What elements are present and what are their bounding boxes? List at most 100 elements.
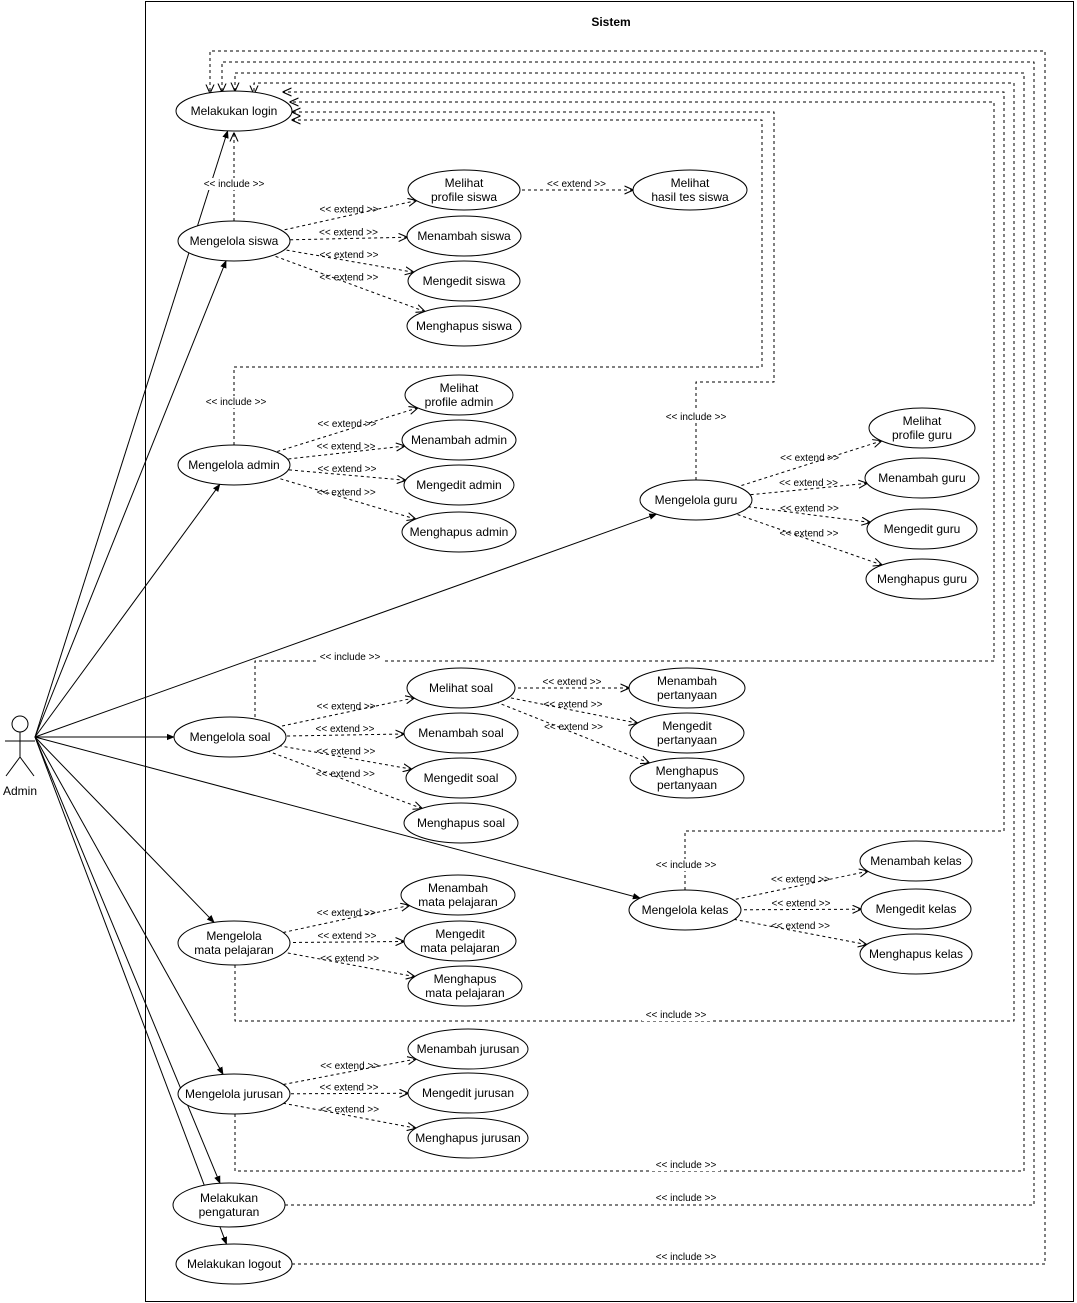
association-mapel: [34, 736, 215, 924]
association-kelas: [34, 736, 641, 900]
extend-label: << extend >>: [320, 1061, 379, 1072]
use-case-soal-lihat[interactable]: Melihat soal: [406, 667, 516, 709]
extend-mapel-hapus: [284, 951, 415, 976]
use-case-soal-tambah[interactable]: Menambah soal: [403, 712, 519, 754]
use-case-kelas[interactable]: Mengelola kelas: [628, 889, 742, 931]
include-label: << include >>: [656, 1160, 717, 1171]
use-case-label: hasil tes siswa: [651, 190, 729, 204]
use-case-jurusan-edit[interactable]: Mengedit jurusan: [407, 1072, 529, 1114]
use-case-admin-edit[interactable]: Mengedit admin: [403, 464, 515, 506]
association-jurusan: [34, 736, 224, 1076]
use-case-label: Mengedit guru: [884, 522, 961, 536]
use-case-ellipse: [407, 169, 521, 211]
extend-label: << extend >>: [771, 921, 830, 932]
use-case-ellipse: [177, 1073, 291, 1115]
use-case-kelas-edit[interactable]: Mengedit kelas: [860, 888, 972, 930]
actor-label: Admin: [3, 784, 37, 798]
include-guru: [292, 112, 775, 480]
use-case-admin-hapus[interactable]: Menghapus admin: [401, 511, 517, 553]
use-case-jurusan-tambah[interactable]: Menambah jurusan: [407, 1028, 529, 1070]
include-label: << include >>: [204, 179, 265, 190]
extend-label: << extend >>: [317, 701, 376, 712]
include-label-bg: [652, 1251, 720, 1263]
use-case-soal[interactable]: Mengelola soal: [173, 716, 287, 758]
relationships: << extend >> << extend >> << extend >> << e…: [34, 50, 1046, 1265]
use-case-ellipse: [175, 1243, 293, 1285]
include-jurusan: [235, 72, 1025, 1172]
use-case-login[interactable]: Melakukan login: [175, 90, 293, 132]
use-case-label: Menambah admin: [411, 433, 507, 447]
use-case-label: pertanyaan: [657, 778, 717, 792]
extend-guru-edit: [748, 506, 870, 523]
use-case-label: Mengelola guru: [655, 493, 738, 507]
use-case-siswa[interactable]: Mengelola siswa: [177, 220, 291, 262]
use-case-guru-edit[interactable]: Mengedit guru: [866, 508, 978, 550]
use-case-label: Mengedit: [435, 927, 485, 941]
use-case-label: Melakukan: [200, 1191, 258, 1205]
use-case-ellipse: [403, 802, 519, 844]
include-label: << include >>: [656, 1252, 717, 1263]
use-case-label: mata pelajaran: [425, 986, 504, 1000]
use-case-ellipse: [407, 1117, 529, 1159]
use-case-ellipse: [860, 888, 972, 930]
use-case-soal-hapus[interactable]: Menghapus soal: [403, 802, 519, 844]
actor-left-leg: [5, 756, 21, 777]
use-case-ellipse: [628, 889, 742, 931]
extend-kelas-hapus: [734, 918, 866, 944]
use-case-label: pertanyaan: [657, 733, 717, 747]
extend-label: << extend >>: [318, 931, 377, 942]
use-case-label: Melihat soal: [429, 681, 493, 695]
use-case-label: Menambah soal: [418, 726, 503, 740]
use-case-siswa-hapus[interactable]: Menghapus siswa: [406, 305, 522, 347]
association-guru: [34, 513, 658, 738]
use-case-label: mata pelajaran: [420, 941, 499, 955]
use-case-kelas-hapus[interactable]: Menghapus kelas: [859, 933, 973, 975]
use-case-siswa-edit[interactable]: Mengedit siswa: [407, 260, 521, 302]
use-case-logout[interactable]: Melakukan logout: [175, 1243, 293, 1285]
use-case-label: Mengelola siswa: [190, 234, 279, 248]
actor-right-leg: [19, 756, 35, 777]
extend-admin-hapus: [276, 477, 416, 519]
use-case-guru[interactable]: Mengelola guru: [639, 479, 753, 521]
use-case-guru-tambah[interactable]: Menambah guru: [864, 457, 980, 499]
use-case-admin-tambah[interactable]: Menambah admin: [401, 419, 517, 461]
use-case-soal-edit[interactable]: Mengedit soal: [405, 757, 517, 799]
actor-admin[interactable]: Admin: [3, 715, 37, 798]
extend-label: << extend >>: [320, 250, 379, 261]
use-case-ellipse: [403, 712, 519, 754]
use-case-label: Menambah jurusan: [417, 1042, 520, 1056]
use-case-siswa-tambah[interactable]: Menambah siswa: [406, 215, 522, 257]
use-case-label: Menghapus: [656, 764, 719, 778]
association-admin: [34, 483, 221, 738]
use-case-jurusan[interactable]: Mengelola jurusan: [177, 1073, 291, 1115]
extend-admin-edit: [288, 469, 405, 480]
extend-label: << extend >>: [316, 747, 375, 758]
extend-guru-lihat: [737, 441, 882, 488]
use-case-jurusan-hapus[interactable]: Menghapus jurusan: [407, 1117, 529, 1159]
extend-soal-lihat: [278, 698, 414, 728]
extend-admin-lihat: [276, 408, 417, 453]
association-siswa: [34, 260, 227, 738]
extend-label: << extend >>: [320, 1083, 379, 1094]
use-case-ellipse: [407, 965, 523, 1007]
use-case-ellipse: [175, 90, 293, 132]
use-case-kelas-tambah[interactable]: Menambah kelas: [859, 840, 973, 882]
use-case-label: Menambah kelas: [870, 854, 961, 868]
use-case-admin[interactable]: Mengelola admin: [177, 444, 291, 486]
use-case-label: profile siswa: [431, 190, 497, 204]
include-label: << include >>: [320, 652, 381, 663]
use-case-guru-hapus[interactable]: Menghapus guru: [865, 558, 979, 600]
include-label: << include >>: [666, 412, 727, 423]
